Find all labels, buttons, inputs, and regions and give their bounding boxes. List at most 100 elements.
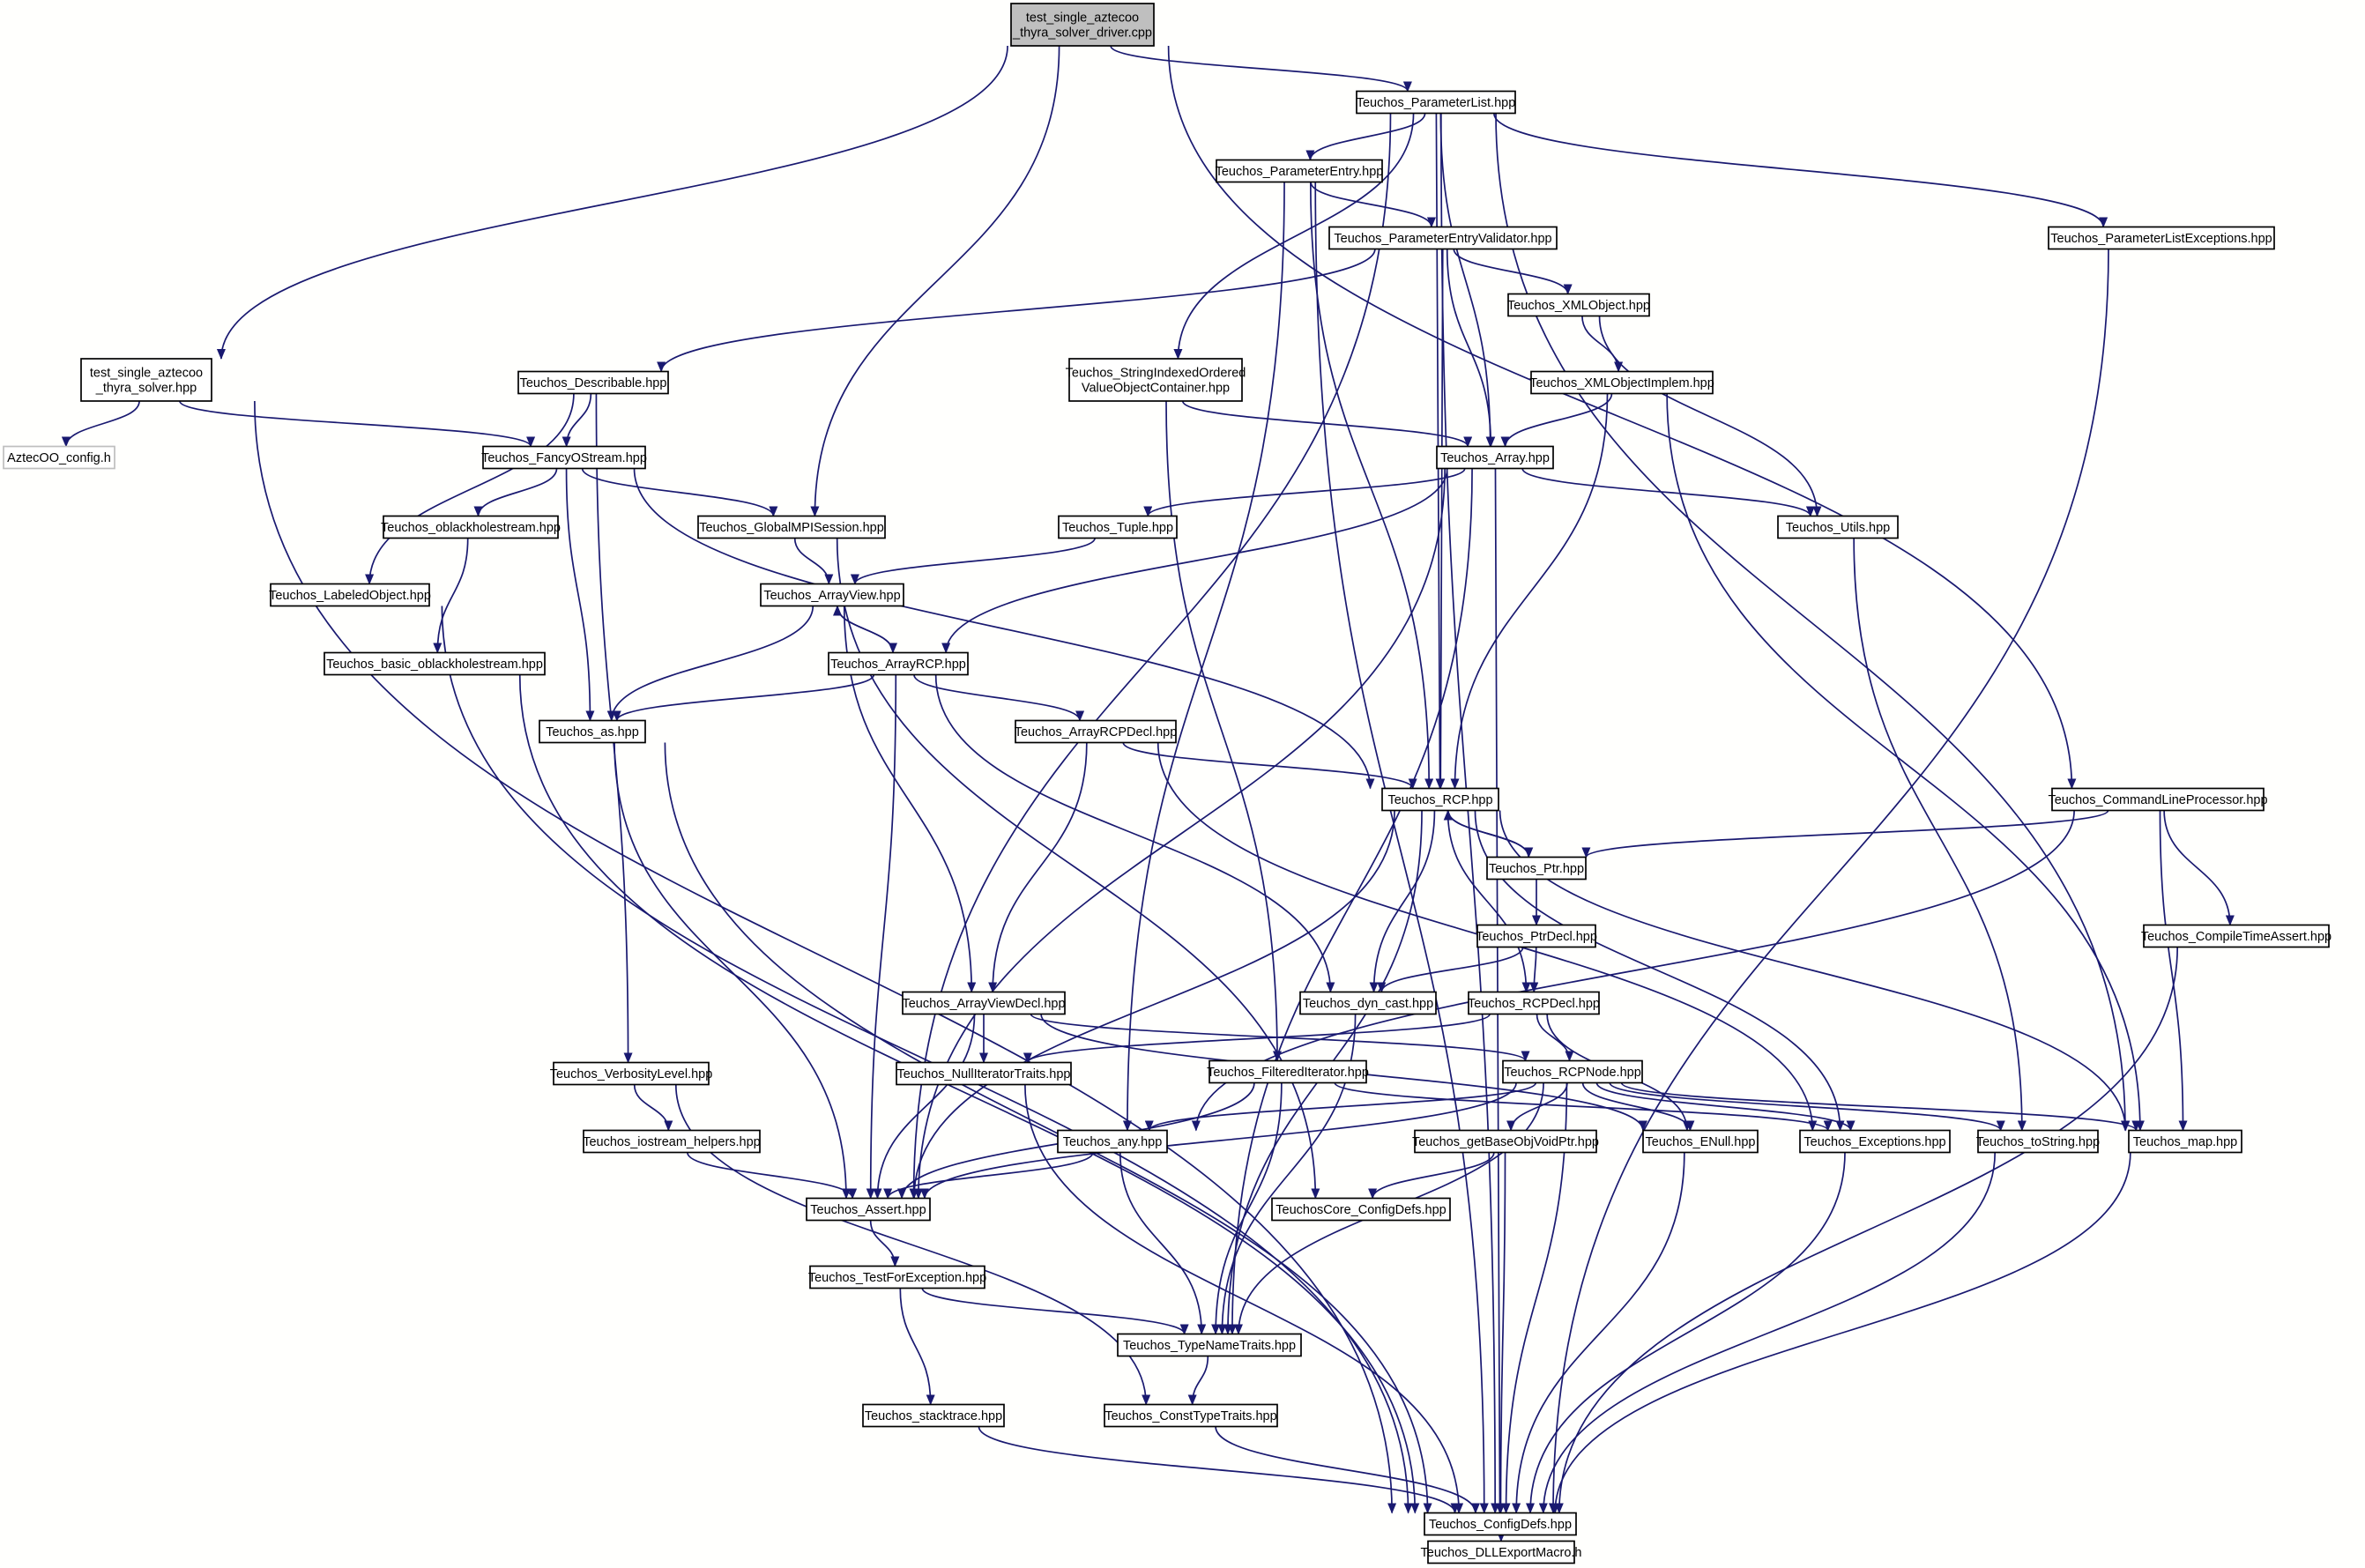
include-edge-pentry-to-any: [1122, 182, 1285, 1132]
file-node-stacktrace[interactable]: Teuchos_stacktrace.hpp: [862, 1403, 1005, 1428]
file-node-box: [539, 719, 646, 744]
include-edge-solver-to-azconfig: [61, 400, 140, 448]
file-node-cta[interactable]: Teuchos_CompileTimeAssert.hpp: [2141, 924, 2332, 948]
file-node-assert[interactable]: Teuchos_Assert.hpp: [806, 1197, 931, 1222]
file-node-plist[interactable]: Teuchos_ParameterList.hpp: [1356, 90, 1516, 115]
file-node-fancy[interactable]: Teuchos_FancyOStream.hpp: [481, 445, 647, 470]
file-node-labeled[interactable]: Teuchos_LabeledObject.hpp: [269, 583, 431, 607]
file-node-avdecl[interactable]: Teuchos_ArrayViewDecl.hpp: [902, 991, 1066, 1015]
file-node-label: Teuchos_ConstTypeTraits.hpp: [1104, 1409, 1276, 1423]
file-node-array[interactable]: Teuchos_Array.hpp: [1436, 445, 1554, 470]
include-edge-describable-to-labeled: [365, 393, 575, 585]
file-node-dyncast[interactable]: Teuchos_dyn_cast.hpp: [1299, 991, 1437, 1015]
include-edge-arrayrcp-to-as: [612, 674, 875, 722]
include-edge-rcpnode-to-enull: [1581, 1082, 1695, 1132]
file-node-box: [1642, 1129, 1759, 1154]
file-node-tostring[interactable]: Teuchos_toString.hpp: [1976, 1129, 2100, 1154]
file-node-stridx[interactable]: Teuchos_StringIndexedOrderedValueObjectC…: [1066, 358, 1246, 402]
file-node-label: Teuchos_as.hpp: [546, 725, 639, 739]
file-node-driver[interactable]: test_single_aztecoo_thyra_solver_driver.…: [1010, 3, 1155, 47]
file-node-corecfg[interactable]: TeuchosCore_ConfigDefs.hpp: [1271, 1197, 1451, 1222]
file-node-gmpi[interactable]: Teuchos_GlobalMPISession.hpp: [697, 515, 886, 539]
file-node-box: [1068, 358, 1243, 402]
include-edge-stacktrace-to-cfg: [978, 1426, 1460, 1514]
file-node-label: Teuchos_CommandLineProcessor.hpp: [2048, 793, 2267, 807]
include-edge-plist-to-assert: [909, 113, 1392, 1200]
file-node-box: [1507, 293, 1650, 317]
file-node-describable[interactable]: Teuchos_Describable.hpp: [517, 370, 669, 395]
include-edge-verb-to-iosh: [633, 1084, 673, 1132]
include-edge-filtit-to-exc: [1334, 1081, 1833, 1132]
include-edge-rcpdecl-to-nullit: [1023, 1013, 1491, 1064]
file-node-azconfig[interactable]: AztecOO_config.h: [3, 445, 115, 470]
file-node-gbovp[interactable]: Teuchos_getBaseObjVoidPtr.hpp: [1412, 1129, 1599, 1154]
file-node-clp[interactable]: Teuchos_CommandLineProcessor.hpp: [2048, 787, 2268, 812]
file-node-label: Teuchos_XMLObject.hpp: [1507, 299, 1650, 313]
file-node-any[interactable]: Teuchos_any.hpp: [1057, 1129, 1168, 1154]
file-node-rcp[interactable]: Teuchos_RCP.hpp: [1381, 787, 1499, 812]
include-edge-plist-to-array: [1439, 113, 1495, 448]
include-edge-array-to-tnt: [1227, 468, 1473, 1335]
include-edge-pentry-to-cfg: [1314, 182, 1489, 1514]
file-node-ctt[interactable]: Teuchos_ConstTypeTraits.hpp: [1104, 1403, 1278, 1428]
file-node-rcpnode[interactable]: Teuchos_RCPNode.hpp: [1502, 1059, 1643, 1084]
file-node-nullit[interactable]: Teuchos_NullIteratorTraits.hpp: [896, 1061, 1072, 1086]
file-node-tfe[interactable]: Teuchos_TestForException.hpp: [808, 1265, 986, 1289]
file-node-tuple[interactable]: Teuchos_Tuple.hpp: [1058, 515, 1178, 539]
file-node-pev[interactable]: Teuchos_ParameterEntryValidator.hpp: [1328, 226, 1558, 250]
include-edge-cfg-to-dll: [1496, 1531, 1506, 1542]
file-node-label: _thyra_solver_driver.cpp: [1012, 26, 1152, 41]
file-node-box: [1799, 1129, 1951, 1154]
file-node-solver[interactable]: test_single_aztecoo_thyra_solver.hpp: [80, 358, 212, 402]
file-node-basicob[interactable]: Teuchos_basic_oblackholestream.hpp: [324, 651, 546, 676]
file-node-box: [806, 1197, 931, 1222]
include-edge-xmlimpl-to-array: [1500, 393, 1613, 448]
file-node-plexc[interactable]: Teuchos_ParameterListExceptions.hpp: [2048, 226, 2275, 250]
file-node-box: [828, 651, 969, 676]
include-edge-driver-to-clp: [1167, 45, 2077, 790]
include-edge-gbovp-to-corecfg: [1368, 1152, 1495, 1200]
file-node-ptrdecl[interactable]: Teuchos_PtrDecl.hpp: [1476, 924, 1597, 948]
file-node-rcpdecl[interactable]: Teuchos_RCPDecl.hpp: [1468, 991, 1600, 1015]
include-edge-pev-to-xmlobj: [1453, 249, 1573, 295]
include-edge-rcpdecl-to-rcpnode: [1536, 1014, 1574, 1062]
file-node-tnt[interactable]: Teuchos_TypeNameTraits.hpp: [1117, 1333, 1302, 1357]
file-node-label: Teuchos_PtrDecl.hpp: [1476, 930, 1597, 944]
file-node-map[interactable]: Teuchos_map.hpp: [2128, 1129, 2242, 1154]
include-edge-gbovp-to-cfg: [1496, 1152, 1506, 1514]
include-edge-as-to-assert: [614, 742, 851, 1200]
file-node-iosh[interactable]: Teuchos_iostream_helpers.hpp: [583, 1129, 761, 1154]
file-node-oblack[interactable]: Teuchos_oblackholestream.hpp: [381, 515, 561, 539]
include-edge-array-to-utils: [1521, 468, 1815, 517]
file-node-enull[interactable]: Teuchos_ENull.hpp: [1642, 1129, 1759, 1154]
file-node-verb[interactable]: Teuchos_VerbosityLevel.hpp: [550, 1061, 713, 1086]
file-node-xmlobj[interactable]: Teuchos_XMLObject.hpp: [1507, 293, 1650, 317]
include-edge-rcpnode-to-any: [1144, 1082, 1537, 1132]
file-node-arrayview[interactable]: Teuchos_ArrayView.hpp: [760, 583, 904, 607]
file-node-label: TeuchosCore_ConfigDefs.hpp: [1275, 1203, 1446, 1217]
file-node-cfg[interactable]: Teuchos_ConfigDefs.hpp: [1424, 1512, 1577, 1536]
file-node-label: Teuchos_ParameterList.hpp: [1357, 96, 1516, 110]
file-node-xmlimpl[interactable]: Teuchos_XMLObjectImplem.hpp: [1529, 370, 1714, 395]
include-edge-rcp-to-rcpdecl: [1447, 810, 1531, 993]
file-node-exc[interactable]: Teuchos_Exceptions.hpp: [1799, 1129, 1951, 1154]
file-node-dll[interactable]: Teuchos_DLLExportMacro.h: [1421, 1540, 1582, 1564]
file-node-box: [902, 991, 1066, 1015]
include-edge-clp-to-ptr: [1581, 809, 2109, 858]
file-node-box: [1502, 1059, 1643, 1084]
file-node-box: [3, 445, 115, 470]
file-node-box: [697, 515, 886, 539]
file-node-box: [2128, 1129, 2242, 1154]
file-node-pentry[interactable]: Teuchos_ParameterEntry.hpp: [1216, 159, 1384, 183]
file-node-arrayrcp[interactable]: Teuchos_ArrayRCP.hpp: [828, 651, 969, 676]
file-node-filtit[interactable]: Teuchos_FilteredIterator.hpp: [1207, 1059, 1369, 1084]
file-node-as[interactable]: Teuchos_as.hpp: [539, 719, 646, 744]
file-node-arcpdecl[interactable]: Teuchos_ArrayRCPDecl.hpp: [1015, 719, 1178, 744]
file-node-ptr[interactable]: Teuchos_Ptr.hpp: [1486, 856, 1587, 881]
file-node-box: [1777, 515, 1899, 539]
file-node-label: Teuchos_map.hpp: [2133, 1135, 2238, 1149]
file-node-label: ValueObjectContainer.hpp: [1082, 382, 1230, 396]
file-node-utils[interactable]: Teuchos_Utils.hpp: [1777, 515, 1899, 539]
file-node-label: Teuchos_ArrayRCPDecl.hpp: [1015, 725, 1178, 739]
